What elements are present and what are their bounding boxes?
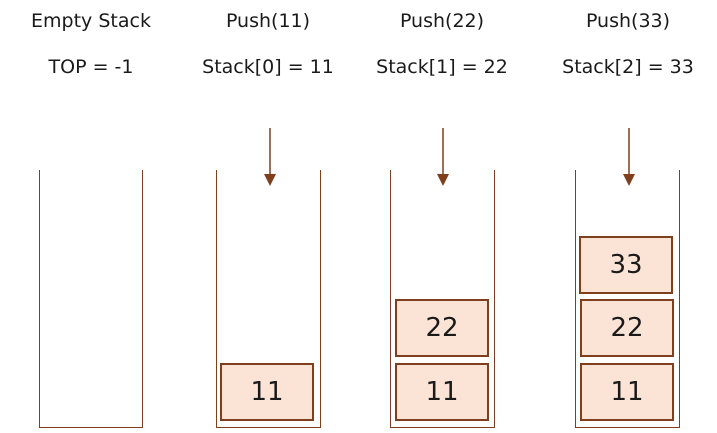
- stage-title: Push(33): [585, 10, 671, 32]
- stage-subtitle: Stack[2] = 33: [562, 56, 694, 78]
- stage-title: Push(22): [399, 10, 485, 32]
- stack-item: 22: [395, 299, 489, 357]
- stack-item: 11: [580, 363, 674, 421]
- down-arrow-icon: [437, 128, 449, 186]
- down-arrow-icon: [623, 128, 635, 186]
- stack-container: 11: [216, 170, 321, 428]
- stack-container: 11 22: [390, 170, 495, 428]
- stage-subtitle: TOP = -1: [48, 56, 134, 78]
- down-arrow-icon: [264, 128, 276, 186]
- stack-item: 11: [395, 363, 489, 421]
- stack-item: 11: [220, 363, 314, 421]
- stage-push-33: Push(33) Stack[2] = 33 11 22 33: [556, 0, 700, 433]
- stack-container: 11 22 33: [575, 170, 680, 428]
- stage-subtitle: Stack[0] = 11: [202, 56, 334, 78]
- stage-push-22: Push(22) Stack[1] = 22 11 22: [370, 0, 514, 433]
- stack-item: 22: [580, 299, 674, 357]
- stage-title: Empty Stack: [31, 10, 151, 32]
- stage-title: Push(11): [225, 10, 311, 32]
- stage-push-11: Push(11) Stack[0] = 11 11: [196, 0, 340, 433]
- stage-empty-stack: Empty Stack TOP = -1: [20, 0, 162, 433]
- stage-subtitle: Stack[1] = 22: [376, 56, 508, 78]
- stack-item: 33: [579, 236, 673, 294]
- stack-container: [39, 170, 143, 428]
